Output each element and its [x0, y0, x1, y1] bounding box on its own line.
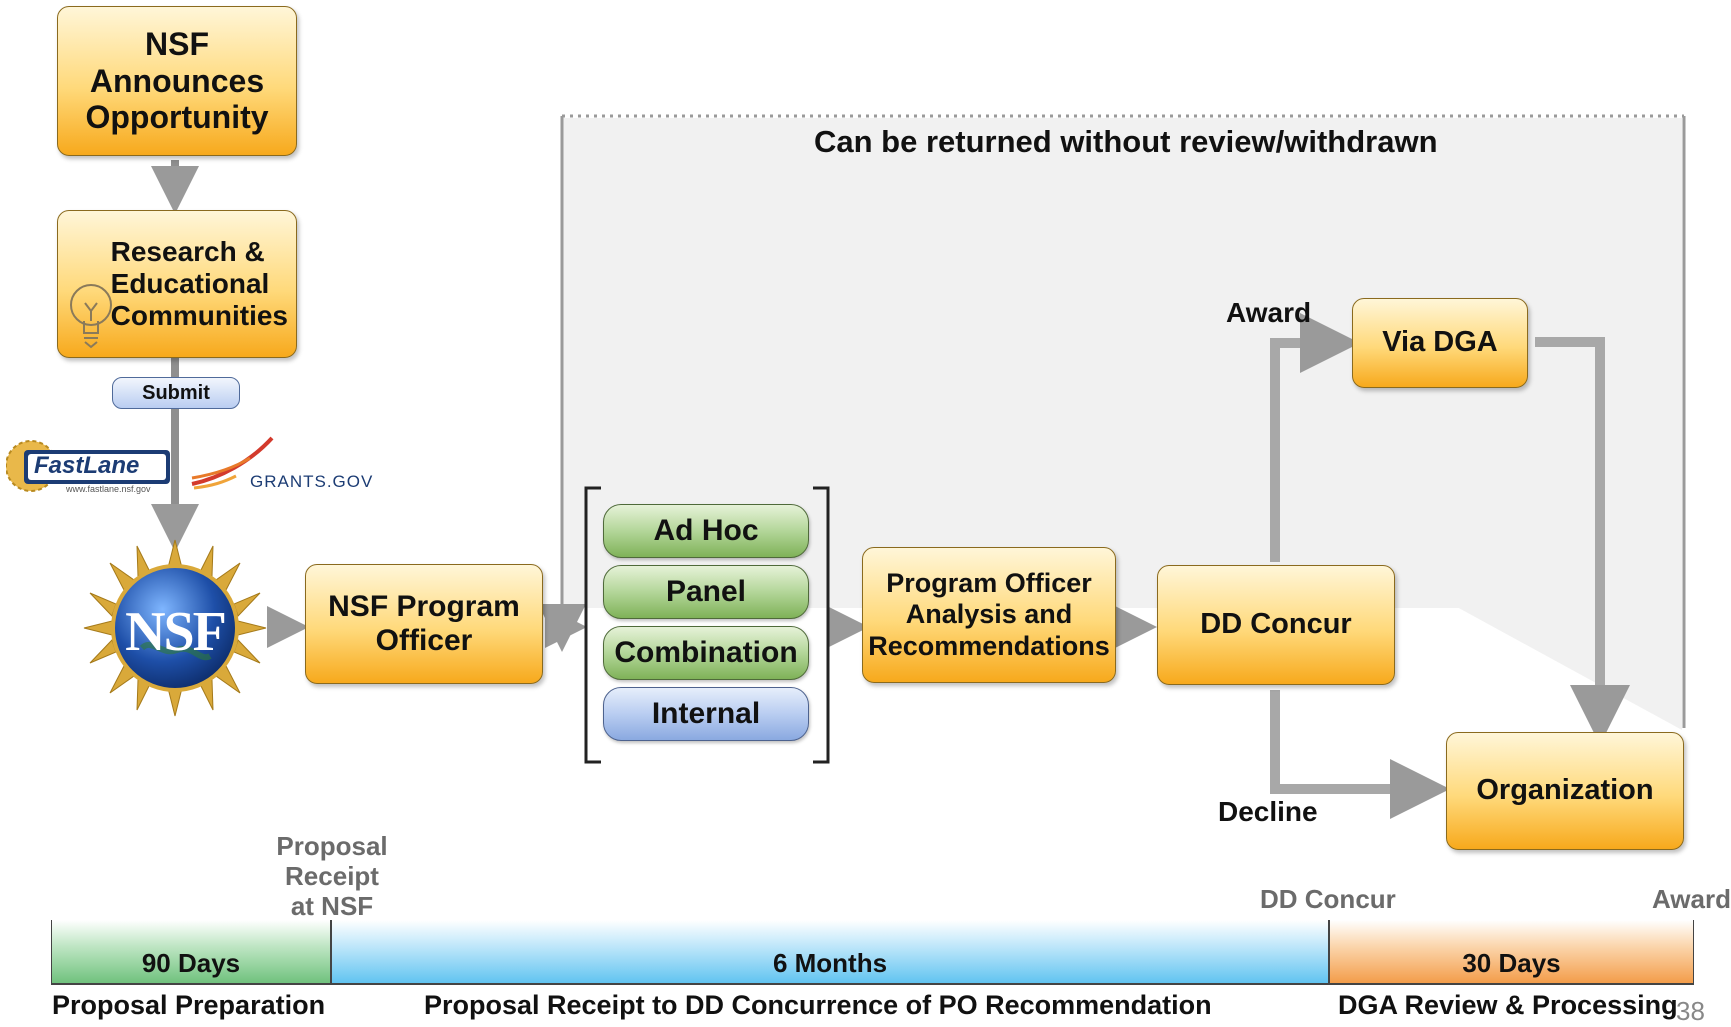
nsf-program-officer-label: NSF Program Officer: [328, 589, 520, 658]
review-type-label: Panel: [665, 575, 747, 608]
timeline-segment-dga: 30 Days: [1330, 920, 1693, 985]
decline-branch-label: Decline: [1218, 796, 1318, 827]
timeline-caption-review: Proposal Receipt to DD Concurrence of PO…: [424, 990, 1212, 1020]
nsf-logo: NSF: [82, 538, 268, 718]
nsf-logo-text: NSF: [125, 601, 227, 663]
review-type-label: Internal: [651, 697, 761, 730]
organization-box: Organization: [1446, 732, 1684, 850]
po-analysis-label: Program Officer Analysis and Recommendat…: [868, 568, 1110, 661]
announce-opportunity-label: NSF Announces Opportunity: [85, 25, 269, 136]
research-communities-box: Research & Educational Communities: [57, 210, 297, 358]
timeline-marker-award: Award: [1652, 884, 1731, 914]
lightbulb-icon: [66, 249, 116, 356]
timeline-marker-receipt: Proposal Receipt at NSF: [276, 831, 388, 921]
page-number: 38: [1676, 996, 1705, 1026]
review-type-label: Combination: [614, 636, 798, 669]
fastlane-logo-text: FastLane: [34, 452, 140, 479]
timeline-duration: 30 Days: [1462, 948, 1561, 978]
fastlane-url: www.fastlane.nsf.gov: [66, 484, 151, 494]
timeline-caption-dga: DGA Review & Processing: [1338, 990, 1678, 1020]
dd-concur-label: DD Concur: [1200, 608, 1352, 641]
dd-concur-box: DD Concur: [1157, 565, 1395, 685]
timeline-segment-review: 6 Months: [332, 920, 1330, 985]
timeline-segment-preparation: 90 Days: [52, 920, 332, 985]
fastlane-logo: FastLane www.fastlane.nsf.gov: [6, 436, 176, 498]
research-communities-label: Research & Educational Communities: [110, 235, 288, 332]
review-type-panel: Panel: [603, 565, 809, 619]
grants-gov-text: GRANTS.GOV: [250, 472, 374, 491]
via-dga-label: Via DGA: [1382, 326, 1498, 359]
timeline-bar: 90 Days 6 Months 30 Days: [52, 920, 1693, 985]
nsf-program-officer-box: NSF Program Officer: [305, 564, 543, 684]
timeline-baseline: [52, 983, 1693, 985]
timeline-duration: 90 Days: [141, 948, 241, 978]
organization-label: Organization: [1476, 774, 1654, 807]
timeline-caption-preparation: Proposal Preparation: [52, 990, 326, 1020]
review-type-combination: Combination: [603, 626, 809, 680]
submit-label: Submit: [142, 381, 210, 404]
review-type-ad-hoc: Ad Hoc: [603, 504, 809, 558]
submit-badge: Submit: [112, 377, 240, 409]
grants-gov-logo: GRANTS.GOV: [190, 436, 420, 492]
via-dga-box: Via DGA: [1352, 298, 1528, 388]
po-analysis-box: Program Officer Analysis and Recommendat…: [862, 547, 1116, 683]
review-type-internal: Internal: [603, 687, 809, 741]
timeline-marker-dd-concur: DD Concur: [1260, 884, 1396, 914]
returned-label: Can be returned without review/withdrawn: [814, 124, 1438, 159]
announce-opportunity-box: NSF Announces Opportunity: [57, 6, 297, 156]
review-type-label: Ad Hoc: [653, 514, 759, 547]
award-branch-label: Award: [1226, 297, 1312, 328]
timeline-duration: 6 Months: [772, 948, 888, 978]
